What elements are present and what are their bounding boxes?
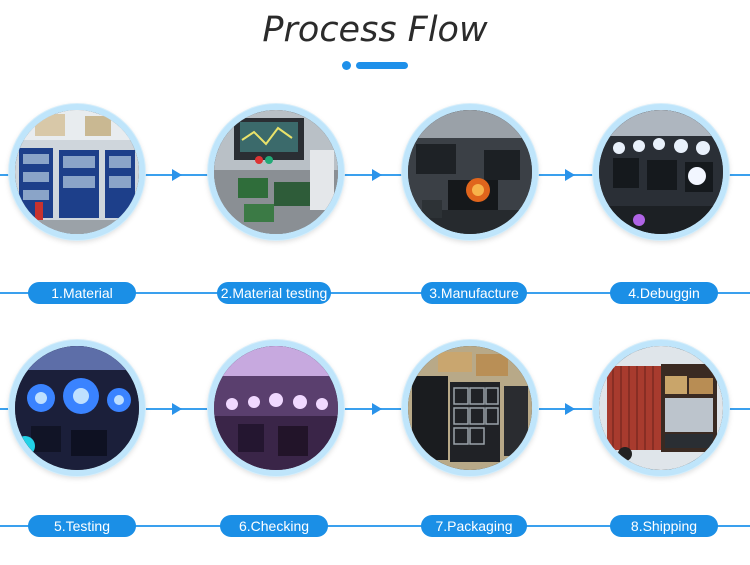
step-label-testing: 5.Testing (28, 515, 136, 537)
flow-line-row2-labels (0, 525, 750, 527)
step-photo-debugging (593, 104, 729, 240)
step-photo-checking (208, 340, 344, 476)
step-photo-shipping (593, 340, 729, 476)
arrow-right-icon (565, 403, 575, 415)
step-photo-testing (9, 340, 145, 476)
flow-line-row1-labels (0, 292, 750, 294)
arrow-right-icon (372, 169, 382, 181)
step-label-manufacture: 3.Manufacture (421, 282, 527, 304)
step-label-packaging: 7.Packaging (421, 515, 527, 537)
title-accent-bar (356, 62, 408, 69)
title-accent-dot (342, 61, 351, 70)
step-photo-material (9, 104, 145, 240)
step-photo-material-testing (208, 104, 344, 240)
arrow-right-icon (565, 169, 575, 181)
step-label-debuggin: 4.Debuggin (610, 282, 718, 304)
step-label-material-testing: 2.Material testing (217, 282, 331, 304)
step-label-checking: 6.Checking (220, 515, 328, 537)
arrow-right-icon (172, 169, 182, 181)
step-photo-manufacture (402, 104, 538, 240)
step-label-shipping: 8.Shipping (610, 515, 718, 537)
arrow-right-icon (172, 403, 182, 415)
page-title: Process Flow (262, 10, 488, 50)
arrow-right-icon (372, 403, 382, 415)
step-photo-packaging (402, 340, 538, 476)
step-label-material: 1.Material (28, 282, 136, 304)
